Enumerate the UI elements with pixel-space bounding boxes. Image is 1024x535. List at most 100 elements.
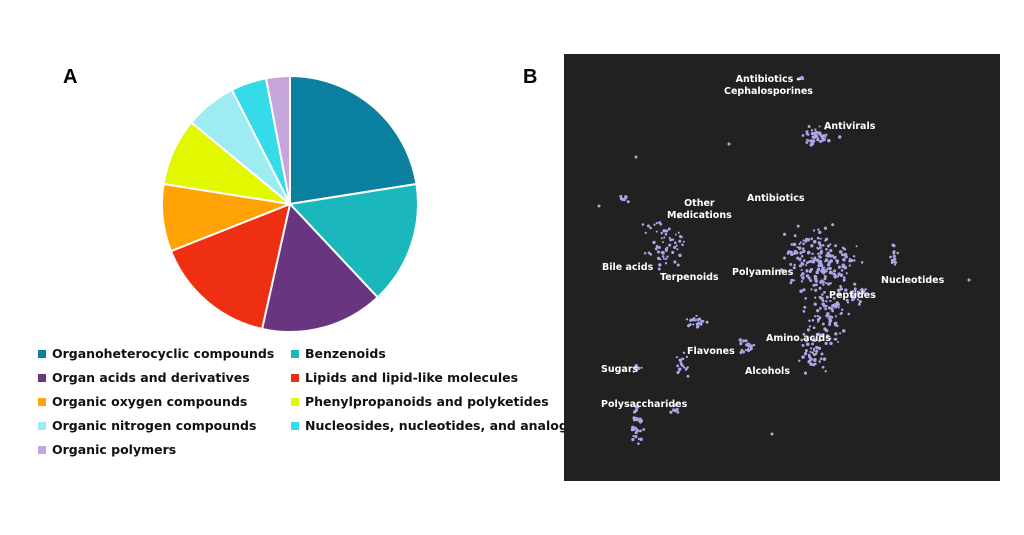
scatter-point: [796, 224, 800, 228]
scatter-point: [812, 283, 816, 287]
scatter-point: [893, 260, 898, 265]
scatter-point: [826, 251, 830, 256]
legend-swatch: [38, 421, 46, 430]
scatter-point: [682, 240, 685, 243]
scatter-point: [818, 125, 821, 128]
scatter-point: [837, 303, 841, 306]
scatter-point: [839, 285, 842, 288]
scatter-point: [811, 318, 815, 322]
scatter-point: [676, 364, 679, 368]
scatter-point: [816, 236, 820, 240]
scatter-point: [752, 343, 756, 347]
legend-item: Organic oxygen compounds: [38, 394, 247, 409]
scatter-point: [790, 252, 794, 256]
scatter-point: [800, 268, 803, 272]
scatter-point: [770, 432, 774, 436]
scatter-point: [783, 232, 787, 236]
scatter-point: [833, 321, 837, 325]
legend-item: Benzenoids: [291, 346, 386, 361]
scatter-point: [845, 298, 849, 302]
scatter-point: [657, 267, 661, 271]
scatter-point: [816, 267, 821, 272]
legend-swatch: [291, 421, 299, 430]
pie-slice-2: [260, 201, 380, 333]
scatter-point: [787, 250, 791, 254]
scatter-point: [802, 247, 805, 250]
scatter-point: [841, 308, 844, 311]
scatter-point: [679, 361, 683, 365]
scatter-point: [649, 226, 652, 230]
scatter-point: [674, 403, 677, 406]
scatter-point: [801, 134, 805, 137]
scatter-point: [856, 298, 859, 301]
pie-slice-8: [264, 74, 291, 205]
scatter-point: [826, 312, 829, 315]
scatter-point: [823, 275, 827, 278]
scatter-point: [802, 288, 806, 292]
scatter-point: [824, 127, 827, 130]
scatter-point: [824, 307, 827, 311]
scatter-point: [665, 257, 668, 260]
cluster-label: Terpenoids: [660, 272, 719, 283]
scatter-point: [813, 362, 817, 366]
scatter-point: [658, 221, 662, 225]
scatter-point: [822, 357, 827, 361]
scatter-point: [738, 338, 742, 342]
cluster-label: Antibiotics – Cephalosporines: [724, 74, 813, 97]
scatter-point: [840, 311, 843, 315]
scatter-point: [833, 305, 838, 309]
scatter-point: [809, 139, 814, 143]
scatter-point: [857, 291, 861, 295]
scatter-point: [649, 252, 653, 256]
scatter-point: [810, 129, 814, 132]
scatter-point: [811, 351, 814, 355]
scatter-point: [597, 204, 601, 208]
scatter-point: [832, 256, 836, 260]
legend-label: Benzenoids: [305, 346, 386, 361]
scatter-point: [829, 337, 832, 340]
scatter-point: [619, 194, 623, 198]
scatter-point: [671, 238, 675, 241]
scatter-point: [827, 138, 831, 143]
scatter-point: [809, 357, 813, 361]
scatter-point: [667, 227, 671, 231]
scatter-point: [843, 265, 848, 270]
scatter-point: [833, 269, 837, 273]
scatter-point: [892, 250, 896, 254]
scatter-point: [664, 248, 668, 252]
scatter-point: [861, 291, 865, 295]
scatter-point: [675, 407, 679, 412]
scatter-point: [831, 304, 835, 308]
scatter-point: [809, 362, 813, 366]
scatter-point: [635, 427, 638, 430]
scatter-point: [657, 256, 661, 260]
scatter-point: [812, 349, 816, 352]
scatter-point: [672, 245, 677, 250]
scatter-point: [805, 261, 809, 265]
scatter-point: [816, 246, 819, 250]
scatter-point: [843, 252, 848, 257]
scatter-point: [801, 272, 805, 276]
scatter-point: [653, 223, 656, 226]
scatter-point: [634, 408, 639, 413]
scatter-point: [800, 254, 804, 258]
scatter-point: [891, 243, 895, 247]
scatter-point: [811, 342, 814, 346]
scatter-point: [663, 257, 665, 260]
scatter-point: [835, 259, 840, 264]
cluster-label: Amino acids: [766, 333, 831, 344]
scatter-point: [851, 289, 855, 293]
scatter-point: [889, 255, 892, 259]
scatter-point: [692, 323, 695, 326]
scatter-point: [666, 255, 669, 258]
scatter-point: [828, 323, 832, 327]
legend-label: Organoheterocyclic compounds: [52, 346, 275, 361]
scatter-point: [836, 324, 839, 328]
scatter-point: [814, 283, 818, 287]
scatter-point: [637, 437, 640, 440]
cluster-label: Alcohols: [745, 366, 790, 377]
scatter-point: [739, 341, 743, 345]
scatter-point: [668, 243, 672, 247]
scatter-point: [681, 357, 685, 361]
scatter-point: [802, 239, 805, 242]
